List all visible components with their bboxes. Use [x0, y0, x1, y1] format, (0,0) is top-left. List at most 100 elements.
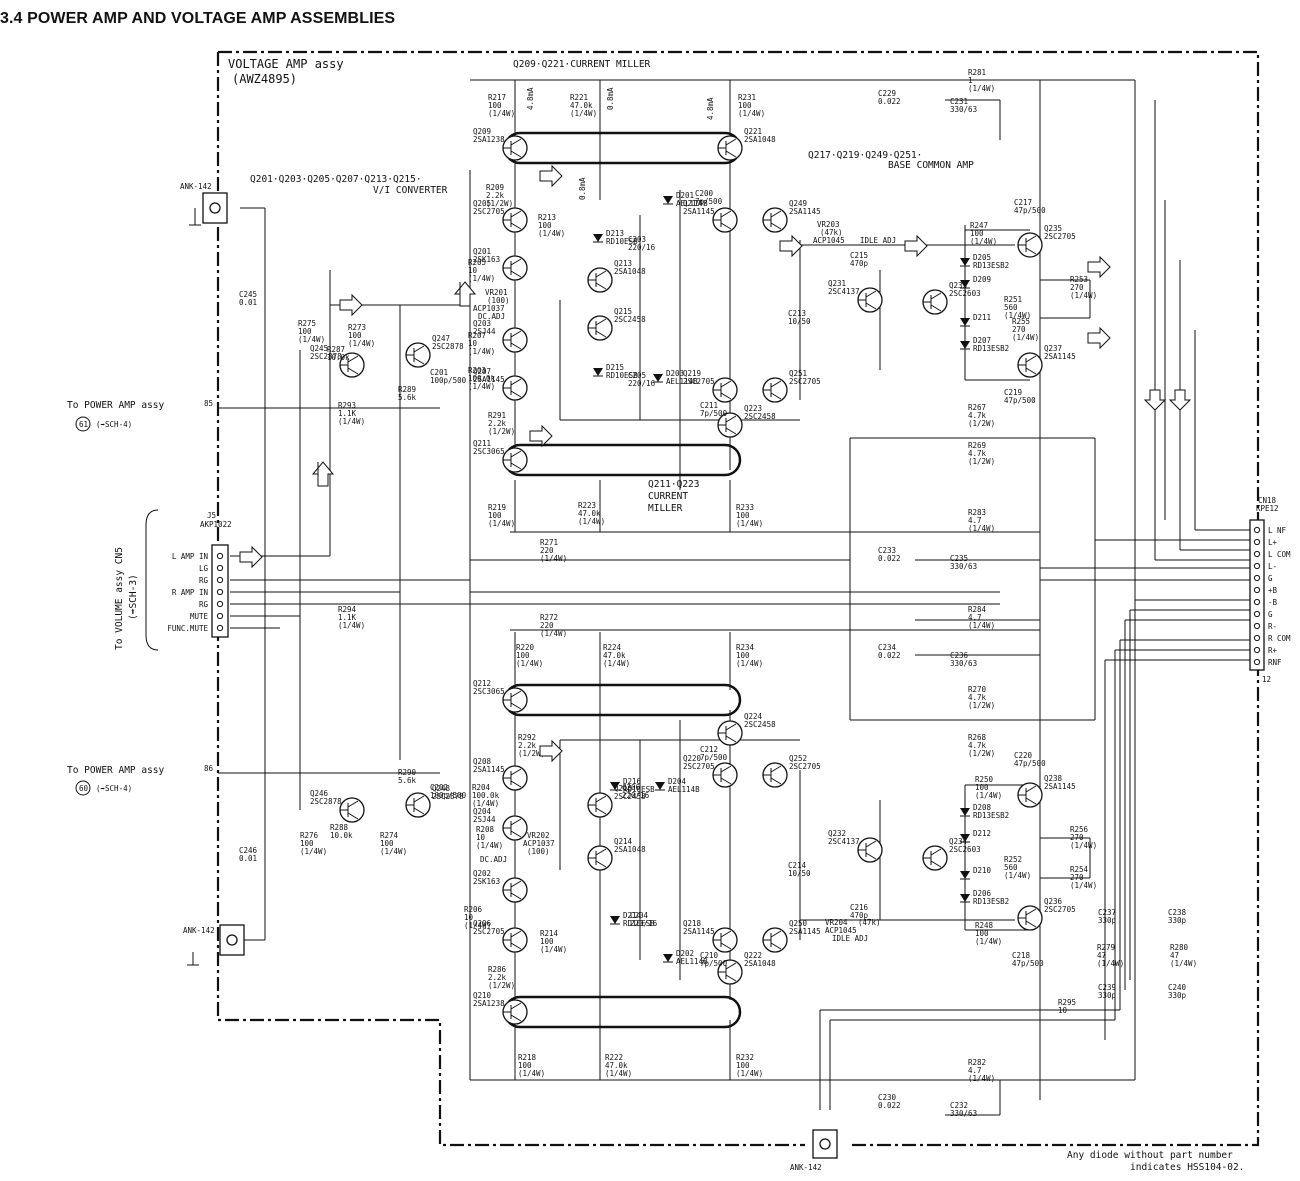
j5-pin-label: RG: [199, 600, 209, 609]
resistor-power: (1/4W): [1070, 881, 1097, 890]
resistor-power: (1/2W): [968, 701, 995, 710]
resistor-power: (1/4W): [1097, 959, 1124, 968]
transistor-part: 2SA1145: [1044, 782, 1076, 791]
cn18-pin: R+: [1253, 646, 1278, 655]
resistor-ref: R213: [538, 213, 556, 222]
diode-ref: D215: [606, 363, 624, 372]
capacitor-ref: C212: [700, 745, 718, 754]
resistor-ref: R267: [968, 403, 986, 412]
resistor-value: 5.6k: [398, 776, 417, 785]
current-label: 0.8mA: [606, 87, 615, 110]
resistor-value: 100: [540, 937, 554, 946]
flow-arrow: [539, 164, 563, 188]
resistor-value: 100: [736, 651, 750, 660]
diode-ref: D203: [666, 369, 684, 378]
flow-arrow: [1087, 326, 1111, 350]
cn18-pin: R-: [1253, 622, 1277, 631]
note-line-1: Any diode without part number: [1067, 1150, 1233, 1161]
label-current-miller-mid-3: MILLER: [648, 503, 683, 514]
label-vi-converter-2: V/I CONVERTER: [373, 185, 448, 196]
transistor-part: 2SC2705: [789, 762, 821, 771]
capacitor-value: 47p/500: [1014, 759, 1046, 768]
capacitor-value: 7p/500: [695, 197, 723, 206]
terminal-bottom-label: ANK-142: [790, 1163, 822, 1172]
resistor-ref: R251: [1004, 295, 1022, 304]
resistor-power: (1/4W): [1070, 291, 1097, 300]
diode-part: RD10ESB: [623, 919, 655, 928]
resistor-power: (1/4W): [1004, 311, 1031, 320]
label-current-miller-mid-1: Q211·Q223: [648, 479, 699, 490]
resistor-ref: R208: [476, 825, 495, 834]
capacitor-ref: C234: [878, 643, 897, 652]
transistor-ref: Q208: [473, 757, 492, 766]
resistor-value: 4.7: [968, 516, 982, 525]
vr-value: (47k): [820, 228, 843, 237]
resistor-ref: R247: [970, 221, 988, 230]
diode-ref: D202: [676, 949, 694, 958]
flow-arrow: [779, 234, 803, 258]
diode-part: RD13ESB2: [973, 344, 1009, 353]
current-label: 4.8mA: [526, 87, 535, 110]
ref-bottom-pin: 86: [204, 764, 214, 773]
j5-part: AKP1022: [200, 520, 232, 529]
transistor-part: 2SA1238: [473, 999, 505, 1008]
resistor-ref: R274: [380, 831, 399, 840]
resistor-value: 100: [298, 327, 312, 336]
cn18-pin: RNF: [1253, 658, 1282, 667]
resistor-power: (1/4W): [468, 274, 495, 283]
cn18-pin-label: L-: [1268, 562, 1277, 571]
resistor-power: (1/4W): [472, 799, 499, 808]
resistor-power: (1/4W): [968, 84, 995, 93]
j5-pin-label: RG: [199, 576, 209, 585]
resistor-value: 4.7k: [968, 693, 987, 702]
resistor-power: (1/4W): [1004, 871, 1031, 880]
resistor-ref: R280: [1170, 943, 1189, 952]
resistor-value: 560: [1004, 303, 1018, 312]
capacitor-ref: C215: [850, 251, 868, 260]
page-title: 3.4 POWER AMP AND VOLTAGE AMP ASSEMBLIES: [0, 10, 396, 27]
cn18-pin-label: RNF: [1268, 658, 1282, 667]
resistor-value: 100: [970, 229, 984, 238]
diode-ref: D207: [973, 336, 991, 345]
resistor-power: (1/4W): [300, 847, 327, 856]
resistor-ref: R252: [1004, 855, 1022, 864]
j5-pin: RG: [199, 576, 224, 585]
transistor-part: 2SJ44: [473, 327, 496, 336]
vr-ref: VR203: [817, 220, 840, 229]
resistor-power: (1/2W): [968, 457, 995, 466]
transistor-ref: Q238: [1044, 774, 1063, 783]
resistor-ref: R271: [540, 538, 558, 547]
resistor-value: 10: [464, 913, 474, 922]
resistor-power: (1/2W): [488, 981, 515, 990]
resistor-value: 47: [1170, 951, 1179, 960]
vr-fn: DC.ADJ: [480, 855, 507, 864]
diode-part: AEL114B: [676, 199, 708, 208]
resistor-ref: R220: [516, 643, 535, 652]
resistor-value: 220: [540, 621, 554, 630]
transistor-ref: Q246: [310, 789, 329, 798]
diode-ref: D216: [623, 777, 642, 786]
resistor-value: 4.7k: [968, 411, 987, 420]
ref-top-text: To POWER AMP assy: [67, 400, 165, 411]
